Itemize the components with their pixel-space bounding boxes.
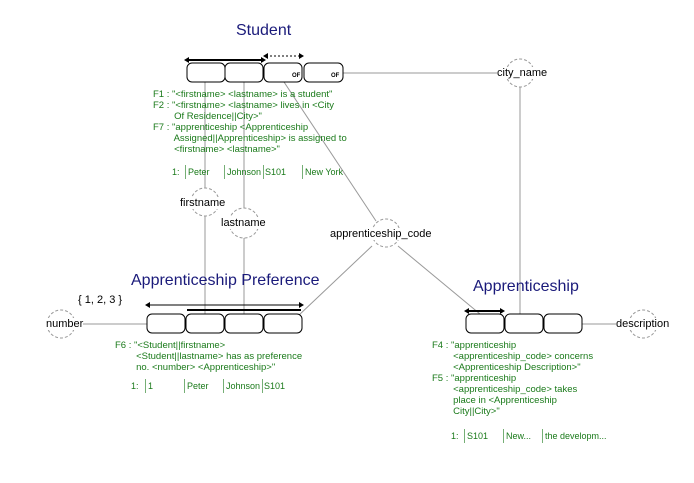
student-entity-title: Student <box>236 22 292 39</box>
pref-pop-code: S101 <box>264 381 286 391</box>
student-role-box-1[interactable] <box>186 62 226 83</box>
pref-pop-sep-2 <box>184 379 185 393</box>
firstname-label: firstname <box>180 197 226 209</box>
pref-pop-sep-1 <box>145 379 146 393</box>
pref-pop-lastname: Johnson <box>226 381 261 391</box>
student-pop-sep-4 <box>302 165 303 179</box>
apprenticeship-fact-f5: F5 : "apprenticeship <apprenticeship_cod… <box>432 373 578 417</box>
apprenticeship-fact-f4: F4 : "apprenticeship <apprenticeship_cod… <box>432 340 594 373</box>
connector-code-pref <box>297 245 373 317</box>
apprenticeship-pop-description: the developm... <box>545 431 607 441</box>
student-pop-sep-2 <box>224 165 225 179</box>
student-uniqueness-arrow-right <box>261 57 266 63</box>
student-optional-arrow-right <box>299 53 304 59</box>
apprenticeship-role-box-3[interactable] <box>543 313 583 334</box>
student-pop-lastname: Johnson <box>227 167 262 177</box>
of-marker-2: OF <box>331 73 340 79</box>
apprenticeship-pop-sep-1 <box>464 429 465 443</box>
student-role-box-2[interactable] <box>224 62 264 83</box>
apprenticeship-code-label: apprenticeship_code <box>330 228 432 240</box>
pref-role-box-3[interactable] <box>224 313 264 334</box>
city-name-label: city_name <box>497 67 548 79</box>
student-pop-sep-1 <box>185 165 186 179</box>
student-optional-arrow-left <box>263 53 268 59</box>
pref-fact-f6: F6 : "<Student||firstname> <Student||las… <box>115 340 303 373</box>
pref-pop-row-index: 1: <box>131 381 139 391</box>
apprenticeship-pop-city: New... <box>506 431 532 441</box>
student-pop-firstname: Peter <box>188 167 210 177</box>
apprenticeship-pop-sep-2 <box>503 429 504 443</box>
lastname-label: lastname <box>221 217 266 229</box>
apprenticeship-role-box-1[interactable] <box>465 313 505 334</box>
student-role-box-3[interactable] <box>263 62 303 83</box>
student-uniqueness-arrow-left <box>184 57 189 63</box>
value-set-constraint: { 1, 2, 3 } <box>78 294 123 306</box>
connector-code-apprenticeship <box>397 245 481 315</box>
apprenticeship-uniqueness-arrow-left <box>464 308 469 314</box>
student-fact-f1: F1 : "<firstname> <lastname> is a studen… <box>153 89 333 100</box>
description-label: description <box>616 318 670 330</box>
apprenticeship-uniqueness-arrow-right <box>500 308 505 314</box>
pref-pop-number: 1 <box>148 381 154 391</box>
apprenticeship-preference-entity-title: Apprenticeship Preference <box>131 272 320 289</box>
of-marker-1: OF <box>292 73 301 79</box>
student-pop-sep-3 <box>263 165 264 179</box>
pref-role-box-4[interactable] <box>263 313 303 334</box>
student-role-box-4[interactable] <box>303 62 344 83</box>
apprenticeship-pop-row-index: 1: <box>451 431 459 441</box>
student-pop-row-index: 1: <box>172 167 180 177</box>
connector-student-code <box>283 81 377 222</box>
student-pop-city: New York <box>305 167 344 177</box>
student-fact-f7: F7 : "apprenticeship <Apprenticeship Ass… <box>153 122 347 155</box>
apprenticeship-role-box-2[interactable] <box>504 313 544 334</box>
pref-pop-sep-4 <box>262 379 263 393</box>
pref-pop-firstname: Peter <box>187 381 209 391</box>
apprenticeship-pop-sep-3 <box>542 429 543 443</box>
student-fact-f2: F2 : "<firstname> <lastname> lives in <C… <box>153 100 335 122</box>
pref-uniqueness-arrow-right <box>299 302 304 308</box>
apprenticeship-pop-code: S101 <box>467 431 489 441</box>
pref-pop-sep-3 <box>223 379 224 393</box>
number-label: number <box>46 318 84 330</box>
pref-role-box-1[interactable] <box>146 313 186 334</box>
apprenticeship-entity-title: Apprenticeship <box>473 278 579 295</box>
pref-uniqueness-arrow-left <box>145 302 150 308</box>
pref-role-box-2[interactable] <box>185 313 225 334</box>
student-pop-code: S101 <box>265 167 287 177</box>
